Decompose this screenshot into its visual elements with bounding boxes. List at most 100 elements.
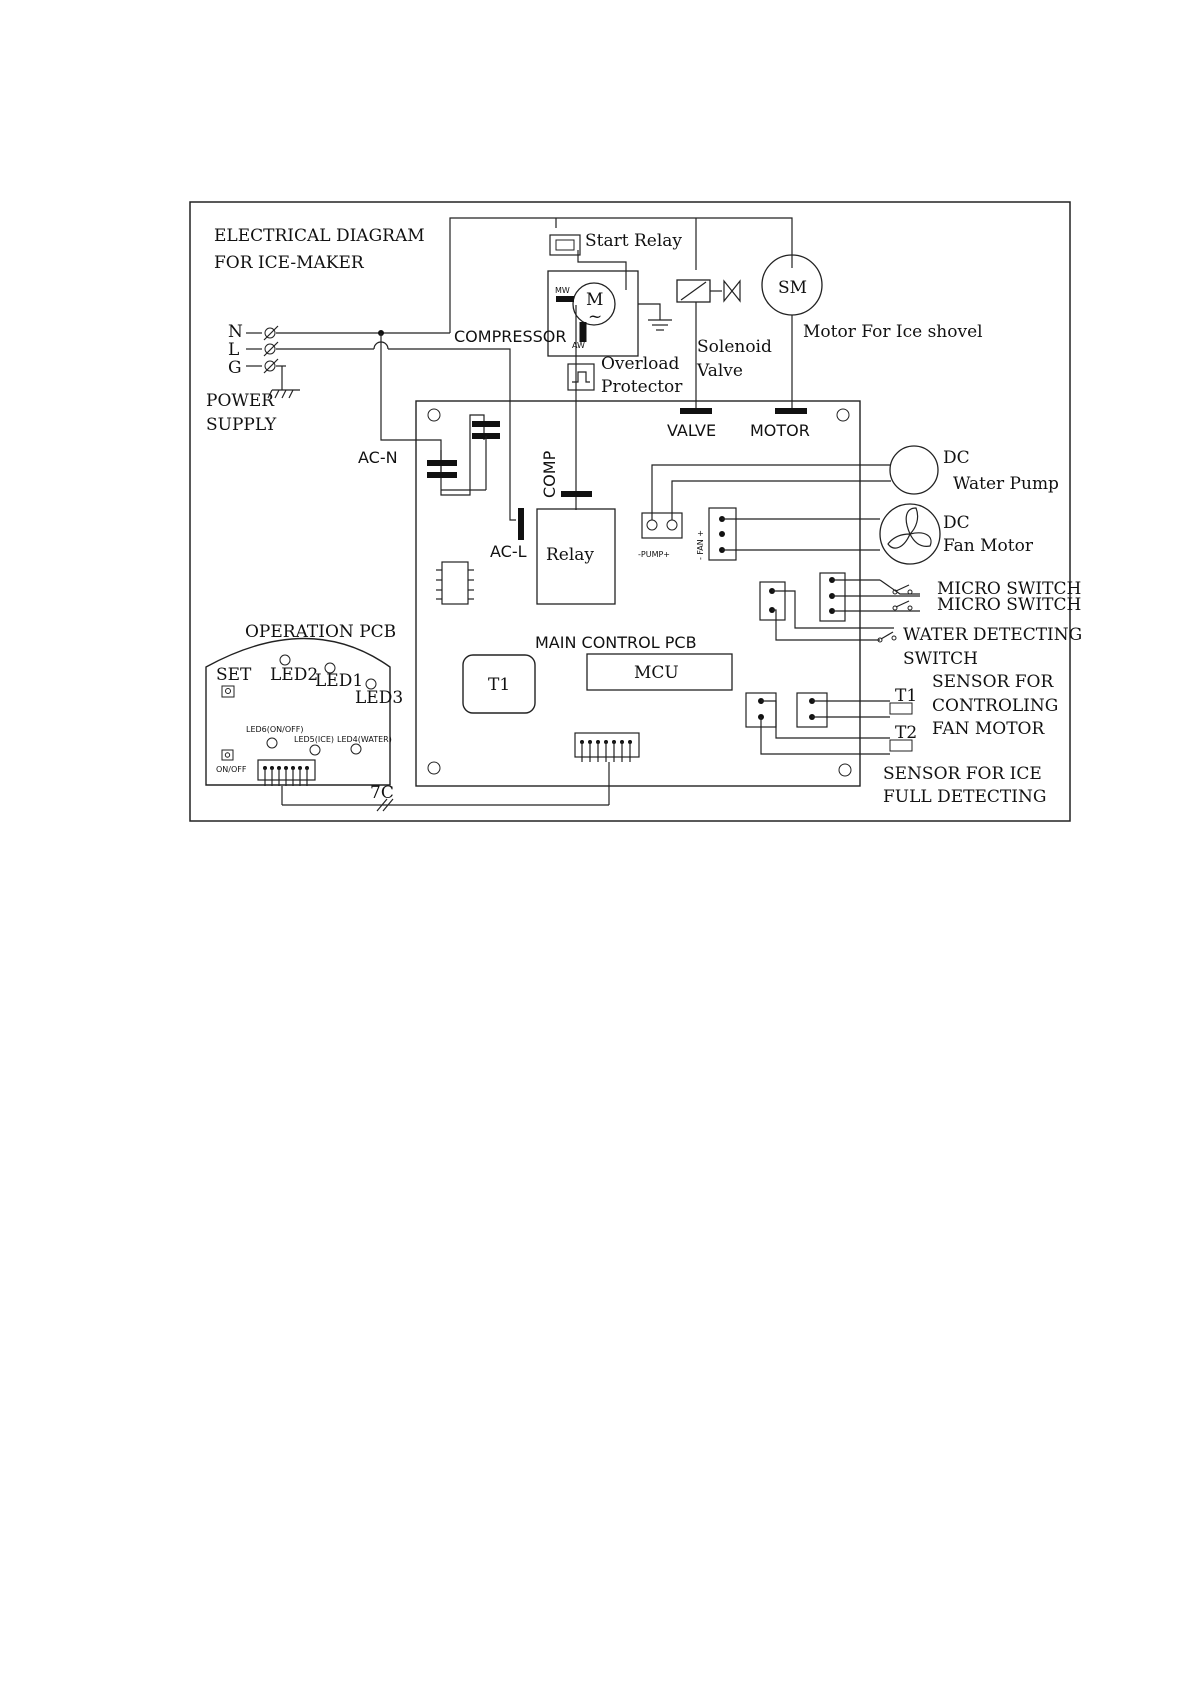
ground-icon (648, 319, 672, 331)
led5-icon (309, 744, 321, 756)
relay-label: Relay (546, 545, 594, 565)
led6-label: LED6(ON/OFF) (246, 725, 303, 734)
operation-pcb-title: OPERATION PCB (245, 622, 396, 642)
water-pump-label-line1: DC (943, 448, 970, 468)
mcu-box (586, 653, 733, 691)
water-pump-icon (889, 445, 939, 495)
led2-icon (279, 654, 291, 666)
solenoid-valve: Solenoid Valve (676, 279, 772, 410)
main-control-pcb: AC-N AC-L COMP Relay VALVE MOTOR MAIN CO… (358, 400, 861, 787)
diagram-title-line1: ELECTRICAL DIAGRAM (214, 226, 425, 246)
micro-switch-2-label: MICRO SWITCH (937, 595, 1081, 615)
pump-connector: -PUMP+ (638, 464, 891, 559)
compressor-mw-label: MW (555, 286, 570, 295)
micro-switch-1-label: MICRO SWITCH (937, 579, 1081, 599)
led3-icon (365, 678, 377, 690)
relay-box (536, 508, 616, 605)
cable-7c-label: 7C (370, 783, 394, 803)
mount-hole-icon (427, 761, 441, 775)
mcu-label: MCU (634, 663, 679, 683)
solenoid-label-line2: Valve (696, 361, 743, 381)
dc-water-pump: DC Water Pump (889, 445, 1059, 495)
motor-connector-label: MOTOR (750, 421, 810, 440)
terminal-l-label: L (228, 340, 239, 360)
ac-n-label: AC-N (358, 448, 398, 467)
operation-pcb: OPERATION PCB SET LED2 LED1 LED3 LED6(ON… (205, 622, 403, 805)
power-supply: N L G POWER SUPPLY (206, 322, 300, 435)
terminal-g-label: G (228, 358, 242, 378)
compressor-aw-label: AW (572, 341, 585, 350)
shovel-motor-symbol: SM (778, 278, 807, 298)
mount-hole-icon (838, 763, 852, 777)
capacitor-icon (427, 421, 500, 491)
mount-hole-icon (836, 408, 850, 422)
fan-sensor-label-line3: FAN MOTOR (932, 719, 1045, 739)
pump-connector-label: -PUMP+ (638, 550, 670, 559)
compressor-motor-icon (572, 282, 616, 326)
ribbon-cable: 7C (282, 762, 610, 812)
fan-connector-label: - FAN + (696, 530, 705, 560)
fan-icon (879, 503, 941, 565)
led1-icon (324, 662, 336, 674)
comp-label: COMP (540, 450, 559, 498)
start-relay-label: Start Relay (585, 231, 682, 251)
power-supply-label-line1: POWER (206, 391, 275, 411)
operation-connector-icon (257, 759, 316, 805)
terminal-screw-icon (263, 325, 279, 374)
fan-sensor-label-line2: CONTROLING (932, 696, 1058, 716)
dc-fan-motor: DC Fan Motor (879, 503, 1034, 565)
led6-icon (266, 737, 278, 749)
micro-switch-icon (892, 584, 913, 611)
led4-icon (350, 743, 362, 755)
water-switch-icon (877, 631, 897, 643)
overload-label-line1: Overload (601, 354, 680, 374)
ice-sensor-label-line1: SENSOR FOR ICE (883, 764, 1042, 784)
sensor-t1-label: T1 (895, 686, 917, 706)
onoff-button (221, 749, 234, 761)
operation-pcb-board (205, 637, 391, 786)
fan-sensor-label-line1: SENSOR FOR (932, 672, 1054, 692)
sensor-t2-icon (889, 739, 913, 752)
shovel-motor-label: Motor For Ice shovel (803, 322, 983, 342)
svg-text:~: ~ (588, 307, 602, 327)
main-pcb-title: MAIN CONTROL PCB (535, 633, 697, 652)
led1-label: LED1 (315, 671, 363, 691)
ice-shovel-motor: SM Motor For Ice shovel (761, 254, 983, 410)
compressor-motor-symbol: M (586, 290, 603, 310)
ic-chip-icon (436, 561, 474, 605)
led2-label: LED2 (270, 665, 318, 685)
valve-icon (723, 279, 741, 303)
power-supply-label-line2: SUPPLY (206, 415, 277, 435)
set-button (221, 685, 235, 698)
terminal-n-label: N (228, 322, 243, 342)
transformer-t1 (462, 654, 536, 714)
led4-label: LED4(WATER) (337, 735, 392, 744)
water-detecting-label-line1: WATER DETECTING (903, 625, 1082, 645)
onoff-label: ON/OFF (216, 765, 247, 774)
ac-l-label: AC-L (490, 542, 527, 561)
fan-connector: - FAN + (696, 507, 880, 561)
ground-icon (267, 389, 300, 399)
water-detecting-label-line2: SWITCH (903, 649, 978, 669)
overload-protector-icon (567, 363, 595, 391)
led5-label: LED5(ICE) (294, 735, 334, 744)
set-label: SET (216, 665, 252, 685)
display-connector-icon (574, 732, 640, 762)
ice-sensor-label-line2: FULL DETECTING (883, 787, 1046, 807)
sensor-t1-icon (889, 702, 913, 715)
overload-label-line2: Protector (601, 377, 683, 397)
led3-label: LED3 (355, 688, 403, 708)
diagram-title-line2: FOR ICE-MAKER (214, 253, 365, 273)
sensor-t2-label: T2 (895, 723, 917, 743)
mount-hole-icon (427, 408, 441, 422)
diagram-frame (189, 201, 1071, 822)
solenoid-label-line1: Solenoid (697, 337, 772, 357)
sensor-connectors: T1 T2 SENSOR FOR CONTROLING FAN MOTOR SE… (745, 672, 1058, 807)
start-relay-icon (549, 234, 581, 256)
compressor: Start Relay M ~ MW AW COMPRESSOR Overloa… (454, 231, 683, 510)
transformer-t1-label: T1 (488, 675, 510, 695)
valve-connector-label: VALVE (667, 421, 716, 440)
fan-motor-label-line2: Fan Motor (943, 536, 1034, 556)
main-pcb-board (415, 400, 861, 787)
